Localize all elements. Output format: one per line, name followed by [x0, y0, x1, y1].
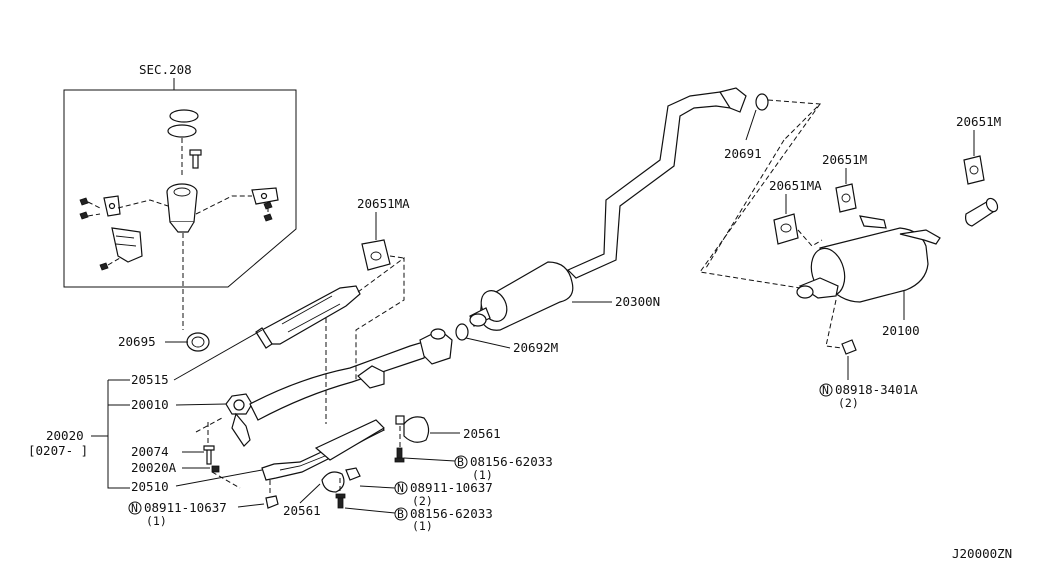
- bolt-symbol-08156-b: B: [394, 507, 408, 521]
- clamp-20561-bottom: [321, 471, 345, 493]
- label-08156-a-qty: (1): [472, 468, 493, 482]
- stud-bolt: [189, 149, 202, 169]
- nut-symbol-08911-a: N: [394, 481, 408, 495]
- tailpipe-finisher: [965, 197, 999, 227]
- bracket-mid: [357, 365, 385, 389]
- heat-insulator-20515: [255, 285, 361, 349]
- label-20020: 20020: [46, 428, 84, 443]
- catalytic-converter: [166, 183, 198, 233]
- label-20691: 20691: [724, 146, 762, 161]
- gasket-20691: [755, 93, 769, 111]
- center-muffler-20300N: [469, 261, 574, 331]
- rear-pipe: [566, 87, 747, 279]
- gasket-20695: [186, 332, 210, 352]
- bolt-symbol-08156-a: B: [454, 455, 468, 469]
- label-08156-a: 08156-62033: [470, 454, 553, 469]
- hanger-20651M-middle: [835, 183, 857, 213]
- label-08156-b-qty: (1): [412, 519, 433, 533]
- label-20695: 20695: [118, 334, 156, 349]
- label-20651MA-left: 20651MA: [357, 196, 410, 211]
- label-20020-range: [0207- ]: [28, 443, 88, 458]
- gasket-20692M: [455, 323, 469, 341]
- label-20300N: 20300N: [615, 294, 660, 309]
- label-08911-a-qty: (2): [412, 494, 433, 508]
- heat-shield-left: [111, 227, 143, 263]
- nut-20020A: [211, 465, 220, 473]
- svg-text:B: B: [457, 455, 464, 469]
- svg-text:N: N: [822, 383, 829, 397]
- nut-symbol-08911-b: N: [128, 501, 142, 515]
- label-20561-bottom: 20561: [283, 503, 321, 518]
- label-08918: 08918-3401A: [835, 382, 918, 397]
- bolt-08156-b: [335, 493, 346, 509]
- label-20074: 20074: [131, 444, 169, 459]
- label-08911-b: 08911-10637: [144, 500, 227, 515]
- front-pipe-20010: [225, 339, 431, 447]
- label-20515: 20515: [131, 372, 169, 387]
- hanger-20651MA-right: [773, 213, 799, 245]
- label-08911-a: 08911-10637: [410, 480, 493, 495]
- nut-08911-a: [345, 467, 361, 481]
- label-20651MA-right: 20651MA: [769, 178, 822, 193]
- section-ref-label: SEC.208: [139, 62, 192, 77]
- label-20010: 20010: [131, 397, 169, 412]
- label-20651M-right: 20651M: [956, 114, 1001, 129]
- bracket-right: [251, 187, 279, 205]
- svg-text:N: N: [131, 501, 138, 515]
- label-20692M: 20692M: [513, 340, 558, 355]
- nut-08918: [841, 339, 857, 355]
- label-20510: 20510: [131, 479, 169, 494]
- stud-20074: [203, 445, 215, 465]
- heat-shield-lower: [314, 419, 385, 461]
- label-08156-b: 08156-62033: [410, 506, 493, 521]
- hanger-20651M-right: [963, 155, 985, 185]
- label-08911-b-qty: (1): [146, 514, 167, 528]
- label-20100: 20100: [882, 323, 920, 338]
- label-08918-qty: (2): [838, 396, 859, 410]
- nut-symbol-08918: N: [819, 383, 833, 397]
- section-box: [63, 89, 297, 288]
- flange-20692-side: [419, 328, 453, 365]
- clamp-20561-right: [395, 415, 430, 443]
- label-20561-right: 20561: [463, 426, 501, 441]
- gasket-rings: [167, 109, 199, 138]
- diagram-id: J20000ZN: [952, 546, 1012, 561]
- bolt-08156-a: [394, 447, 405, 463]
- hanger-20651MA-left: [361, 239, 391, 271]
- label-20651M-middle: 20651M: [822, 152, 867, 167]
- label-20020A: 20020A: [131, 460, 177, 475]
- svg-text:B: B: [397, 507, 404, 521]
- nut-08911-b: [265, 495, 279, 509]
- bracket-left: [103, 195, 121, 217]
- rear-muffler-20100: [796, 215, 941, 303]
- small-bolts-sec208: [79, 197, 273, 271]
- svg-text:N: N: [397, 481, 404, 495]
